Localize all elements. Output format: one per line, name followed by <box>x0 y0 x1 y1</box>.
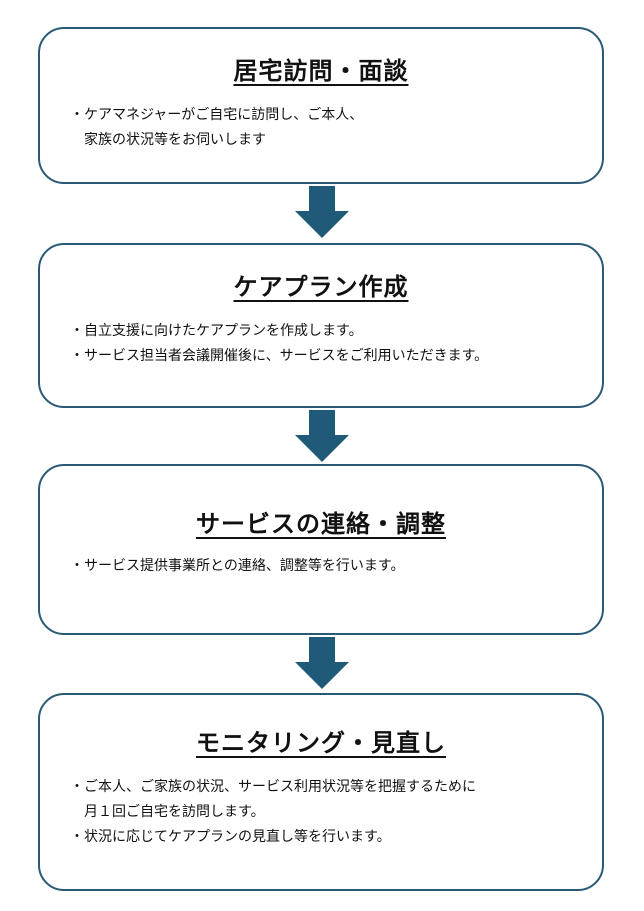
step-box-service-coordination: サービスの連絡・調整 ・サービス提供事業所との連絡、調整等を行います。 <box>38 464 604 635</box>
down-arrow-icon <box>295 410 349 462</box>
step-line: ・自立支援に向けたケアプランを作成します。 <box>70 323 363 339</box>
step-box-care-plan: ケアプラン作成 ・自立支援に向けたケアプランを作成します。 ・サービス担当者会議… <box>38 243 604 408</box>
step-line: 家族の状況等をお伺いします <box>84 132 266 148</box>
step-line: ・サービス担当者会議開催後に、サービスをご利用いただきます。 <box>70 348 489 364</box>
step-description: ・サービス提供事業所との連絡、調整等を行います。 <box>70 554 588 579</box>
down-arrow-icon <box>295 186 349 238</box>
step-title: モニタリング・見直し <box>196 729 446 757</box>
step-line: ・ご本人、ご家族の状況、サービス利用状況等を把握するために <box>70 779 476 795</box>
step-line: ・状況に応じてケアプランの見直し等を行います。 <box>70 829 391 845</box>
step-description: ・自立支援に向けたケアプランを作成します。 ・サービス担当者会議開催後に、サービ… <box>70 319 588 369</box>
step-box-home-visit: 居宅訪問・面談 ・ケアマネジャーがご自宅に訪問し、ご本人、 家族の状況等をお伺い… <box>38 27 604 184</box>
step-line: ・ケアマネジャーがご自宅に訪問し、ご本人、 <box>70 107 364 123</box>
down-arrow-icon <box>295 637 349 689</box>
step-description: ・ケアマネジャーがご自宅に訪問し、ご本人、 家族の状況等をお伺いします <box>70 103 588 153</box>
step-description: ・ご本人、ご家族の状況、サービス利用状況等を把握するために 月１回ご自宅を訪問し… <box>70 775 588 850</box>
step-title: ケアプラン作成 <box>233 273 409 301</box>
step-title: 居宅訪問・面談 <box>233 57 409 85</box>
step-box-monitoring: モニタリング・見直し ・ご本人、ご家族の状況、サービス利用状況等を把握するために… <box>38 693 604 891</box>
step-line: 月１回ご自宅を訪問します。 <box>84 804 265 820</box>
step-title: サービスの連絡・調整 <box>196 510 446 538</box>
step-line: ・サービス提供事業所との連絡、調整等を行います。 <box>70 558 405 574</box>
